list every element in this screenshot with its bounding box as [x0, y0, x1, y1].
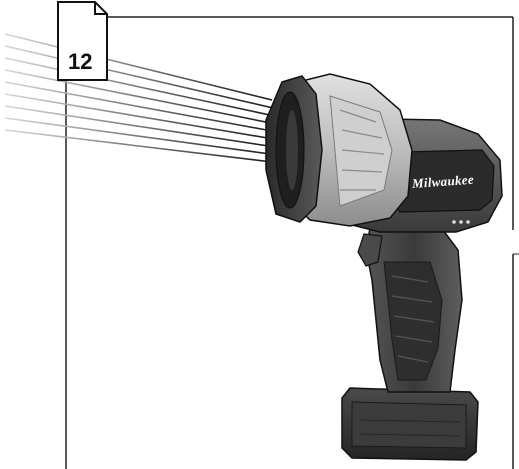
page-number: 12 [68, 49, 92, 74]
brand-label: Milwaukee [411, 172, 475, 191]
battery-pack [341, 387, 479, 461]
light-beam-line [4, 69, 273, 125]
light-beam-line [4, 81, 273, 132]
document-page-icon [57, 1, 108, 81]
light-beam-line [4, 117, 273, 156]
spotlight-flashlight-illustration: Milwaukee [265, 73, 503, 461]
light-beam-line [4, 33, 273, 101]
figure-frame [65, 16, 519, 469]
light-beam-line [4, 57, 273, 117]
light-beams [4, 33, 273, 163]
light-beam-line [4, 93, 273, 140]
light-beam-line [4, 45, 273, 109]
lens-bezel [265, 75, 323, 223]
handle-grip [365, 225, 463, 393]
light-beam-line [4, 105, 273, 148]
light-beam-line [4, 129, 273, 163]
page-badge: 12 [57, 1, 108, 81]
power-indicator [452, 220, 470, 224]
trigger [357, 233, 383, 267]
document-page-fold [94, 2, 107, 15]
